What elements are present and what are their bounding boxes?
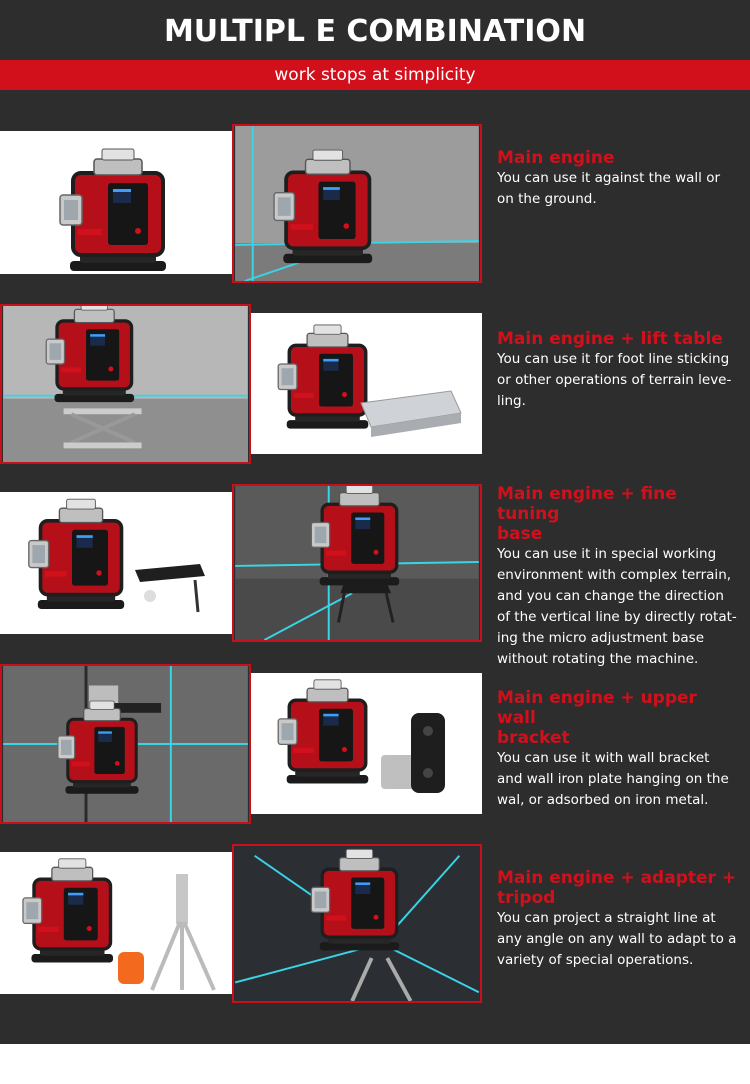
section-line: on the ground.	[497, 191, 597, 207]
section-line: You can project a straight line at	[497, 910, 716, 926]
device-with-lift-table-photo	[251, 313, 482, 454]
device-with-tuning-base-photo	[0, 492, 232, 634]
device-photo-on-floor	[232, 124, 482, 283]
subtitle-banner: work stops at simplicity	[0, 60, 750, 90]
section-line: You can use it with wall bracket	[497, 750, 710, 766]
section-line: environment with complex terrain,	[497, 567, 732, 583]
section-line: ling.	[497, 393, 526, 409]
section-line: and wall iron plate hanging on the	[497, 771, 729, 787]
device-on-tuning-base-scene-photo	[232, 484, 482, 642]
section-line: variety of special operations.	[497, 952, 694, 968]
section-line: or other operations of terrain leve-	[497, 372, 732, 388]
section-title: Main engine	[497, 148, 615, 168]
device-with-tripod-photo	[0, 852, 232, 994]
page-title: MULTIPL E COMBINATION	[163, 14, 587, 49]
section-line: You can use it in special working	[497, 546, 717, 562]
section-line: ing the micro adjustment base	[497, 630, 704, 646]
section-main-engine: Main engine You can use it against the w…	[497, 148, 737, 210]
section-line: and you can change the direction	[497, 588, 724, 604]
section-line: You can use it against the wall or	[497, 170, 721, 186]
section-title-continued: base	[497, 524, 543, 544]
section-title-continued: bracket	[497, 728, 570, 748]
device-on-lift-table-photo	[0, 304, 251, 464]
section-fine-tuning-base: Main engine + fine tuning base You can u…	[497, 484, 737, 670]
banner-text: work stops at simplicity	[274, 65, 476, 85]
section-upper-wall-bracket: Main engine + upper wall bracket You can…	[497, 688, 737, 811]
section-title-continued: tripod	[497, 888, 556, 908]
section-line: without rotating the machine.	[497, 651, 699, 667]
section-title: Main engine + upper wall	[497, 688, 697, 728]
device-on-tripod-scene-photo	[232, 844, 482, 1003]
section-lift-table: Main engine + lift table You can use it …	[497, 329, 737, 412]
bottom-band	[0, 1044, 750, 1084]
device-with-wall-bracket-photo	[251, 673, 482, 814]
section-line: of the vertical line by directly rotat-	[497, 609, 737, 625]
section-title: Main engine + fine tuning	[497, 484, 677, 524]
section-adapter-tripod: Main engine + adapter + tripod You can p…	[497, 868, 737, 971]
section-line: wal, or adsorbed on iron metal.	[497, 792, 709, 808]
section-title: Main engine + adapter +	[497, 868, 737, 888]
section-line: any angle on any wall to adapt to a	[497, 931, 737, 947]
section-title: Main engine + lift table	[497, 329, 723, 349]
device-photo-standalone	[0, 131, 232, 274]
device-on-wall-bracket-scene-photo	[0, 664, 251, 824]
section-line: You can use it for foot line sticking	[497, 351, 730, 367]
